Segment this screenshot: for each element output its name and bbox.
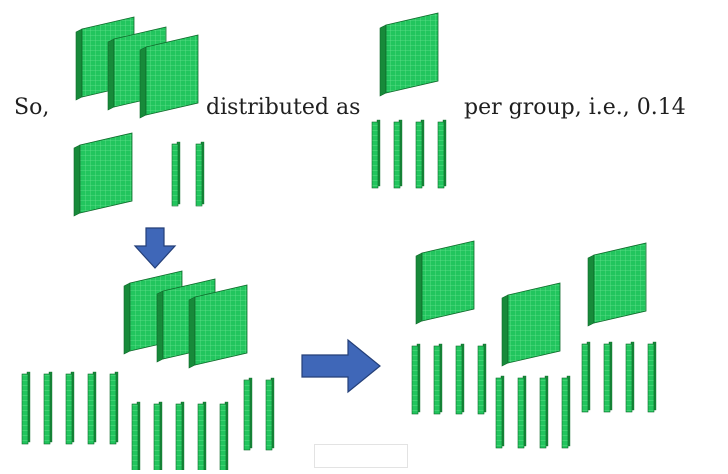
rod-block	[175, 401, 185, 473]
rod-block	[495, 375, 505, 449]
text-per-group: per group, i.e., 0.14	[464, 95, 686, 120]
rod-block	[393, 119, 403, 189]
rod-block	[153, 401, 163, 473]
rod-block	[197, 401, 207, 473]
rod-block	[647, 341, 657, 413]
rod-block	[265, 377, 275, 451]
rod-block	[455, 343, 465, 415]
flat-block	[415, 240, 475, 325]
rod-block	[195, 141, 205, 207]
rod-block	[517, 375, 527, 449]
rod-block	[625, 341, 635, 413]
flat-block	[188, 284, 248, 369]
rod-block	[21, 371, 31, 445]
flat-block	[73, 132, 133, 217]
flat-block	[139, 34, 199, 119]
rod-block	[43, 371, 53, 445]
rod-block	[433, 343, 443, 415]
rod-block	[477, 343, 487, 415]
rod-block	[603, 341, 613, 413]
text-so: So,	[14, 95, 50, 120]
rod-block	[109, 371, 119, 445]
rod-block	[371, 119, 381, 189]
rod-block	[65, 371, 75, 445]
rod-block	[131, 401, 141, 473]
flat-block	[379, 12, 439, 97]
rod-block	[219, 401, 229, 473]
rod-block	[539, 375, 549, 449]
rod-block	[581, 341, 591, 413]
rod-block	[561, 375, 571, 449]
flat-block	[587, 242, 647, 327]
rod-block	[87, 371, 97, 445]
rod-block	[437, 119, 447, 189]
arrow-right-icon	[301, 338, 381, 394]
rod-block	[415, 119, 425, 189]
rod-block	[243, 377, 253, 451]
rod-block	[411, 343, 421, 415]
rod-block	[171, 141, 181, 207]
flat-block	[501, 282, 561, 367]
arrow-down-icon	[133, 227, 177, 269]
text-distributed-as: distributed as	[206, 95, 361, 120]
empty-text-box	[314, 444, 408, 468]
